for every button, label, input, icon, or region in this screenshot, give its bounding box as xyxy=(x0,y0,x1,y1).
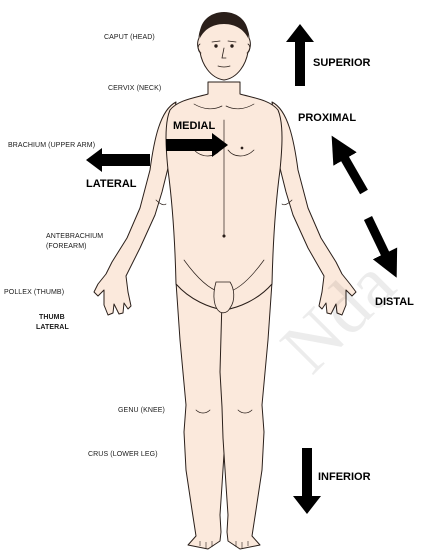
label-proximal: PROXIMAL xyxy=(298,112,356,124)
label-medial: MEDIAL xyxy=(173,120,215,132)
label-inferior: INFERIOR xyxy=(318,471,371,483)
distal-arrow-icon xyxy=(368,218,392,268)
label-thumb: THUMB xyxy=(39,314,65,321)
label-antebrachium: ANTEBRACHIUM xyxy=(46,233,103,240)
label-brachium: BRACHIUM (UPPER ARM) xyxy=(8,142,95,149)
label-lateral: LATERAL xyxy=(86,178,137,190)
lateral-arrow-icon xyxy=(86,148,150,172)
label-forearm: (FOREARM) xyxy=(46,243,87,250)
label-cervix: CERVIX (NECK) xyxy=(108,85,161,92)
superior-arrow-icon xyxy=(286,24,314,86)
label-crus: CRUS (LOWER LEG) xyxy=(88,451,158,458)
label-superior: SUPERIOR xyxy=(313,57,370,69)
inferior-arrow-icon xyxy=(293,448,321,514)
label-thumb-lateral: LATERAL xyxy=(36,324,69,331)
proximal-arrow-icon xyxy=(337,145,364,192)
arm-right xyxy=(94,102,176,315)
label-caput: CAPUT (HEAD) xyxy=(104,34,155,41)
leg-left xyxy=(220,282,272,549)
leg-right xyxy=(176,282,228,549)
label-pollex: POLLEX (THUMB) xyxy=(4,289,64,296)
label-genu: GENU (KNEE) xyxy=(118,407,165,414)
